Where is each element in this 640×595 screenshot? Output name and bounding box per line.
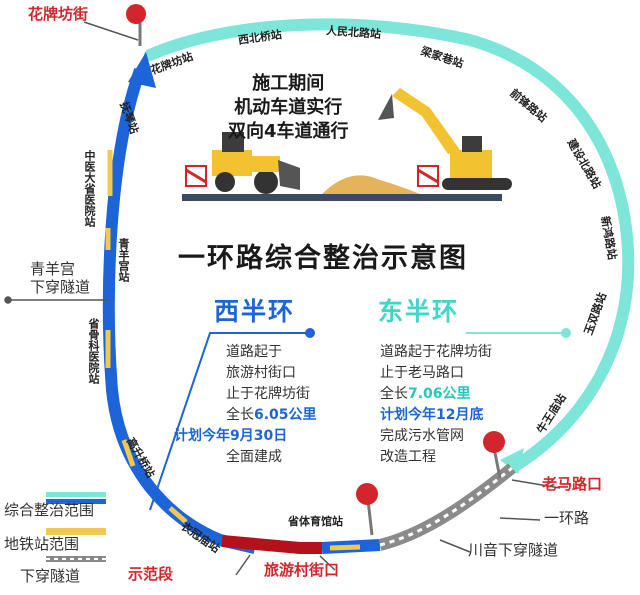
- legend-scope: 综合整治范围: [4, 501, 95, 519]
- banner-line-1: 施工期间: [252, 73, 325, 94]
- east-line6: 改造工程: [380, 449, 436, 465]
- station-qingyanggong: 青羊宫站: [117, 238, 130, 282]
- tunnel-dashes: [379, 466, 513, 547]
- east-line1: 道路起于花牌坊街: [380, 344, 492, 360]
- label-laomalukou: 老马路口: [542, 475, 603, 493]
- west-half-title: 西半环: [214, 297, 296, 326]
- west-info-box: 道路起于 旅游村街口 止于花牌坊街 全长6.05公里 计划今年9月30日 全面建…: [174, 342, 317, 468]
- qingyanggong-tunnel-line1: 青羊宫: [30, 260, 76, 278]
- west-length: 6.05公里: [254, 407, 317, 423]
- label-lvyoucun: 旅游村街口: [264, 561, 340, 579]
- east-length: 7.06公里: [408, 386, 471, 402]
- main-title: 一环路综合整治示意图: [178, 243, 468, 274]
- banner-line-3: 双向4车道通行: [228, 121, 349, 142]
- east-half-ring: [144, 18, 635, 474]
- east-line5: 完成污水管网: [380, 428, 464, 444]
- callout-lines: [4, 21, 561, 576]
- station-shengguke: 省骨科医院站: [87, 318, 100, 384]
- east-length-prefix: 全长: [380, 386, 408, 402]
- east-length-row: 全长7.06公里: [380, 384, 492, 405]
- east-inner-dot: [561, 328, 571, 338]
- legend-swatches: [46, 492, 106, 562]
- legend-tunnel: 下穿隧道: [20, 567, 81, 585]
- west-length-row: 全长6.05公里: [226, 405, 317, 426]
- east-half-title: 东半环: [378, 297, 460, 326]
- legend-metro: 地铁站范围: [4, 535, 80, 553]
- west-line1: 道路起于: [226, 344, 282, 360]
- west-inner-line: [149, 332, 306, 511]
- label-huapaifang: 花牌坊街: [28, 5, 89, 23]
- station-zhongyidasheng: 中医大省医院站: [83, 150, 96, 227]
- chuanyin-tunnel-segment: [378, 463, 516, 551]
- east-ring-arrow: [500, 448, 524, 474]
- label-qingyanggong-tunnel: 青羊宫 下穿隧道: [30, 260, 90, 296]
- label-ring-road: 一环路: [544, 509, 590, 527]
- metro-markers: [105, 150, 361, 551]
- label-shifanduan: 示范段: [128, 565, 174, 583]
- construction-banner: 施工期间 机动车道实行 双向4车道通行: [228, 72, 349, 144]
- pin-laomalukou: [483, 431, 505, 479]
- west-finish: 全面建成: [226, 449, 282, 465]
- construction-illustration: [182, 88, 512, 201]
- pin-lvyoucun: [356, 483, 378, 536]
- demo-section: [221, 535, 322, 554]
- east-info-box: 道路起于花牌坊街 止于老马路口 全长7.06公里 计划今年12月底 完成污水管网…: [380, 342, 492, 468]
- west-inner-dot: [305, 328, 315, 338]
- east-line2: 止于老马路口: [380, 365, 464, 381]
- west-line2: 旅游村街口: [226, 365, 296, 381]
- west-plan: 计划今年9月30日: [174, 428, 288, 444]
- qingyanggong-tunnel-line2: 下穿隧道: [30, 278, 91, 296]
- west-ring-arrow: [128, 52, 156, 88]
- label-chuanyin-tunnel: 川音下穿隧道: [468, 541, 559, 559]
- west-length-prefix: 全长: [226, 407, 254, 423]
- banner-line-2: 机动车道实行: [234, 97, 343, 118]
- east-plan: 计划今年12月底: [380, 407, 484, 423]
- station-shengtiyuguan: 省体育馆站: [288, 515, 343, 528]
- pin-huapaifang: [126, 4, 146, 46]
- west-line3: 止于花牌坊街: [226, 386, 310, 402]
